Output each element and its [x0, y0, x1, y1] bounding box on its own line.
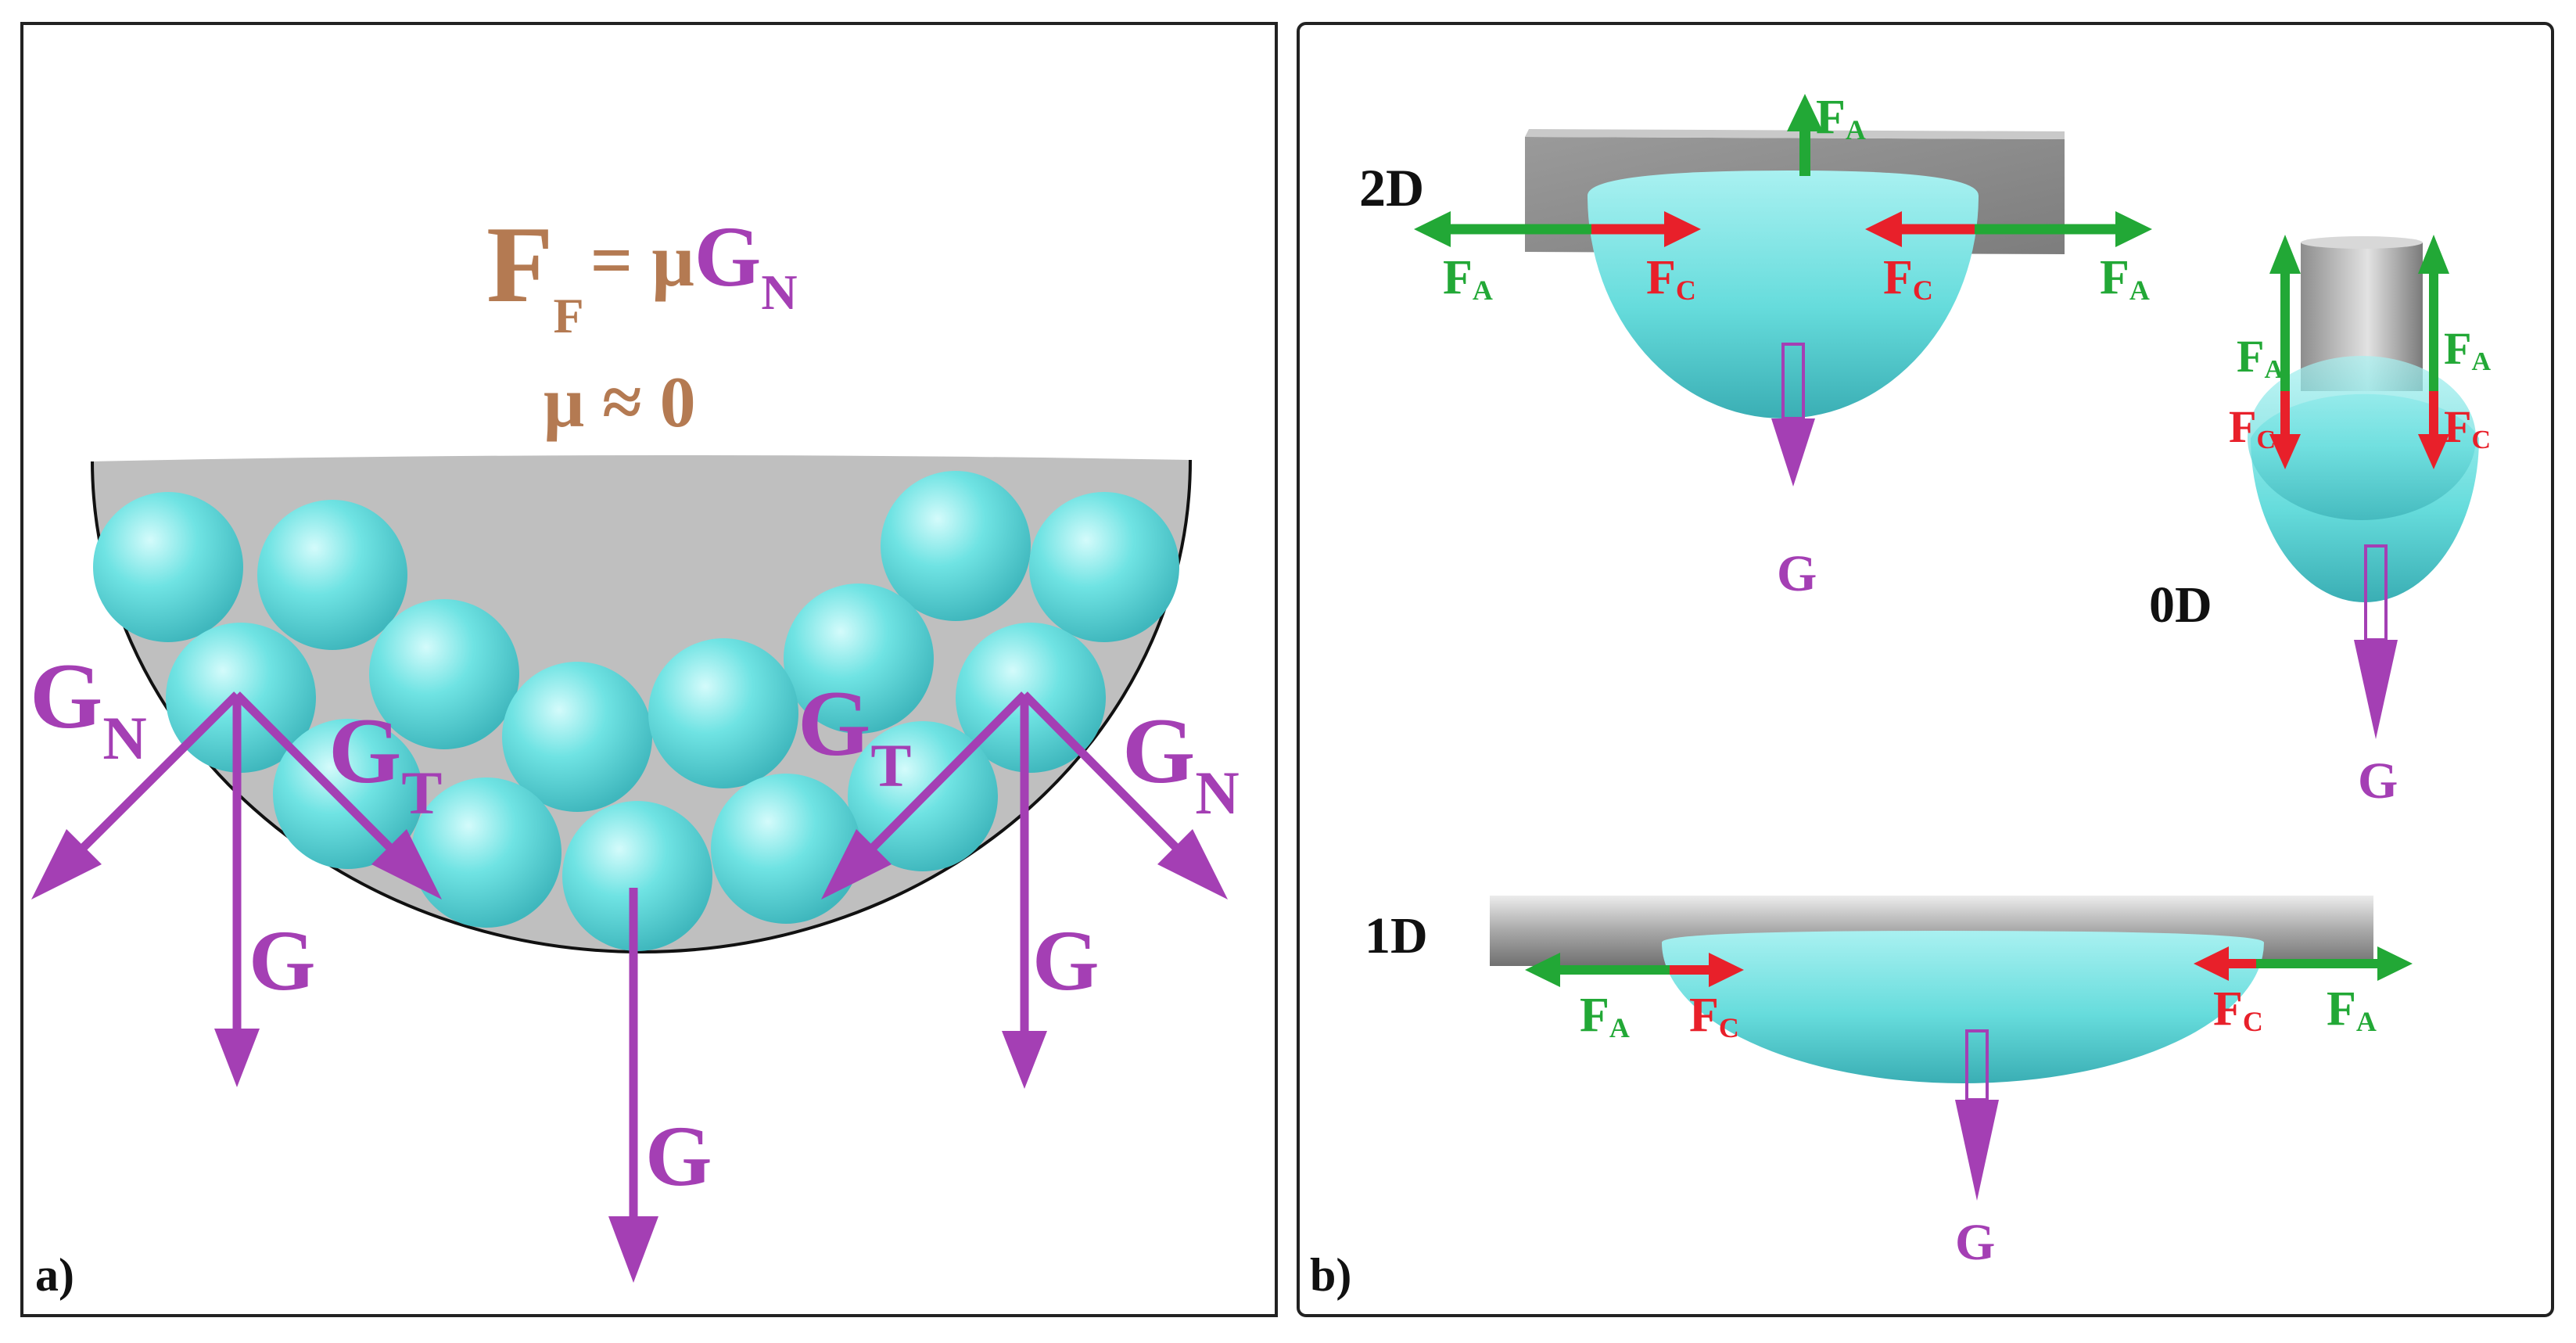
sphere — [273, 719, 423, 869]
sphere — [411, 777, 561, 928]
droplet-0d-body — [2248, 356, 2476, 520]
label-g-1d: G — [1955, 1214, 1995, 1271]
label-fa-2d-right: FA — [2100, 251, 2150, 306]
label-fa-1d-right: FA — [2327, 982, 2377, 1037]
fa-arrow-2d-left-head — [1414, 211, 1451, 247]
label-fa-0d-right: FA — [2444, 323, 2491, 376]
label-fc-0d-right: FC — [2444, 401, 2491, 454]
g-arrow-0d-head — [2354, 640, 2398, 739]
label-g-0d: G — [2358, 752, 2398, 810]
label-gn-right: GN — [1122, 698, 1240, 827]
particle-spheres — [93, 471, 1179, 951]
g-arrow-left-head — [214, 1029, 260, 1087]
sphere — [562, 801, 712, 951]
sphere — [784, 584, 934, 734]
panel-a: FF= μGN μ ≈ 0 GN GT G GT GN G G a) — [30, 204, 1240, 1301]
fiber-0d-top — [2301, 236, 2423, 249]
gt-arrow-right-head — [821, 829, 892, 900]
label-fa-2d-left: FA — [1443, 251, 1493, 306]
fc-arrow-1d-left-head — [1709, 953, 1744, 987]
g-arrow-right-head — [1002, 1031, 1047, 1089]
mu-approx: μ ≈ 0 — [544, 362, 696, 442]
label-gt-right: GT — [798, 671, 911, 799]
label-fa-2d-top: FA — [1816, 91, 1866, 145]
label-fa-1d-left: FA — [1580, 989, 1630, 1043]
label-fc-2d-left: FC — [1646, 251, 1696, 306]
gn-arrow-left-head — [31, 829, 102, 900]
sphere — [93, 492, 243, 642]
sphere — [369, 599, 519, 749]
fa-arrow-1d-left-head — [1525, 953, 1560, 987]
title-2d: 2D — [1359, 158, 1424, 217]
g-arrow-center-head — [608, 1216, 658, 1283]
sphere — [257, 500, 407, 650]
fa-arrow-2d-up-head — [1787, 94, 1823, 131]
plate-2d-top — [1525, 129, 2065, 139]
gt-arrow-left — [234, 691, 414, 871]
fa-arrow-2d-right-head — [2115, 211, 2152, 247]
fc-arrow-1d-right-head — [2194, 946, 2229, 981]
sphere — [711, 774, 861, 924]
sphere — [502, 662, 652, 812]
fa-arrow-0d-left-head — [2269, 235, 2301, 274]
gt-arrow-left-head — [371, 829, 442, 900]
panel-a-label: a) — [35, 1249, 74, 1301]
label-fc-2d-right: FC — [1883, 251, 1933, 306]
label-gn-left: GN — [30, 644, 147, 772]
fa-arrow-0d-right-head — [2418, 235, 2449, 274]
fc-arrow-2d-left-head — [1664, 211, 1701, 247]
label-gt-left: GT — [328, 698, 442, 827]
gn-arrow-right — [1021, 691, 1200, 871]
sphere — [648, 638, 798, 788]
label-g-2d: G — [1777, 545, 1817, 602]
equation: FF= μGN — [486, 204, 798, 343]
title-1d: 1D — [1365, 907, 1428, 964]
gn-arrow-right-head — [1157, 829, 1228, 900]
g-arrow-1d-head — [1955, 1100, 1999, 1201]
panel-b-label: b) — [1310, 1249, 1351, 1301]
label-fc-1d-left: FC — [1689, 989, 1739, 1043]
case-1d: 1D FA FC FC FA G — [1365, 896, 2413, 1271]
title-0d: 0D — [2149, 576, 2212, 634]
sphere — [1029, 492, 1179, 642]
droplet-1d — [1662, 931, 2264, 1083]
label-g-left: G — [249, 913, 316, 1008]
left-force-arrows — [31, 691, 442, 1087]
label-fc-0d-left: FC — [2229, 401, 2276, 454]
fc-arrow-2d-right-head — [1865, 211, 1902, 247]
case-0d: FA FC FA FC 0D G — [2149, 235, 2491, 810]
case-2d: 2D FA FA FC FC FA G — [1359, 91, 2152, 602]
center-force-arrow — [608, 888, 658, 1283]
label-g-right: G — [1032, 913, 1100, 1008]
fa-arrow-1d-right-head — [2377, 946, 2413, 981]
fc-arrow-0d-right-head — [2418, 434, 2449, 469]
gt-arrow-right — [849, 691, 1028, 871]
fc-arrow-0d-left-head — [2269, 434, 2301, 469]
label-g-center: G — [645, 1108, 712, 1204]
gn-arrow-left — [59, 691, 240, 871]
bowl-outline — [91, 459, 1193, 953]
g-arrow-2d-head — [1771, 418, 1815, 487]
sphere — [881, 471, 1031, 621]
label-fc-1d-right: FC — [2213, 982, 2263, 1037]
right-force-arrows — [821, 691, 1228, 1089]
label-fa-0d-left: FA — [2237, 331, 2284, 384]
panel-b: 2D FA FA FC FC FA G — [1310, 91, 2491, 1301]
